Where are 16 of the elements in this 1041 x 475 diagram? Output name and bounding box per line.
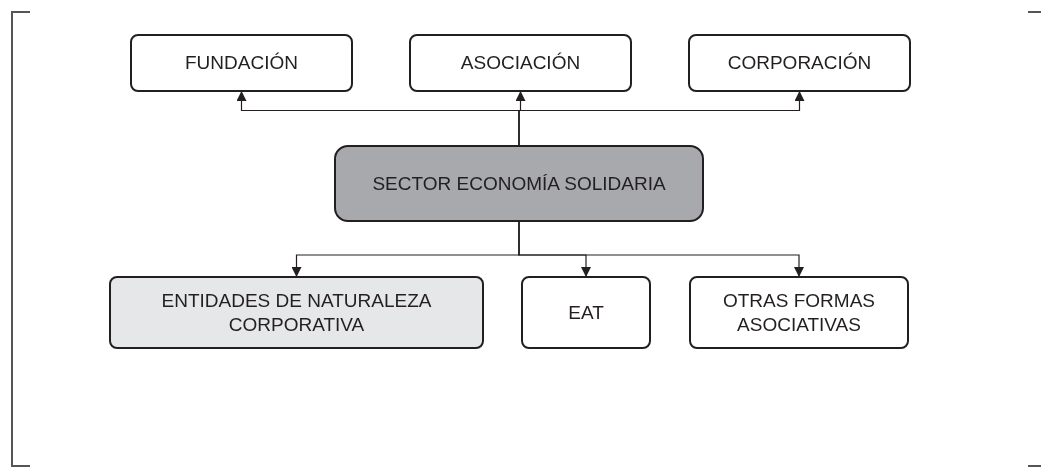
box-label: ASOCIACIÓN <box>460 51 581 75</box>
arrow <box>518 221 804 277</box>
box-label: FUNDACIÓN <box>185 51 298 75</box>
box-label: ENTIDADES DE NATURALEZA CORPORATIVA <box>160 288 433 337</box>
sector-box <box>334 145 704 222</box>
entity-box <box>688 34 911 92</box>
entity-box <box>689 276 909 349</box>
box-label: OTRAS FORMAS ASOCIATIVAS <box>722 288 876 337</box>
box-label: SECTOR ECONOMÍA SOLIDARIA <box>372 171 666 196</box>
entity-box <box>109 276 484 349</box>
box-label: CORPORACIÓN <box>727 51 872 75</box>
arrow <box>518 91 805 146</box>
entity-box <box>409 34 632 92</box>
box-label: EAT <box>568 300 604 325</box>
entity-box <box>521 276 651 349</box>
entity-box <box>130 34 353 92</box>
